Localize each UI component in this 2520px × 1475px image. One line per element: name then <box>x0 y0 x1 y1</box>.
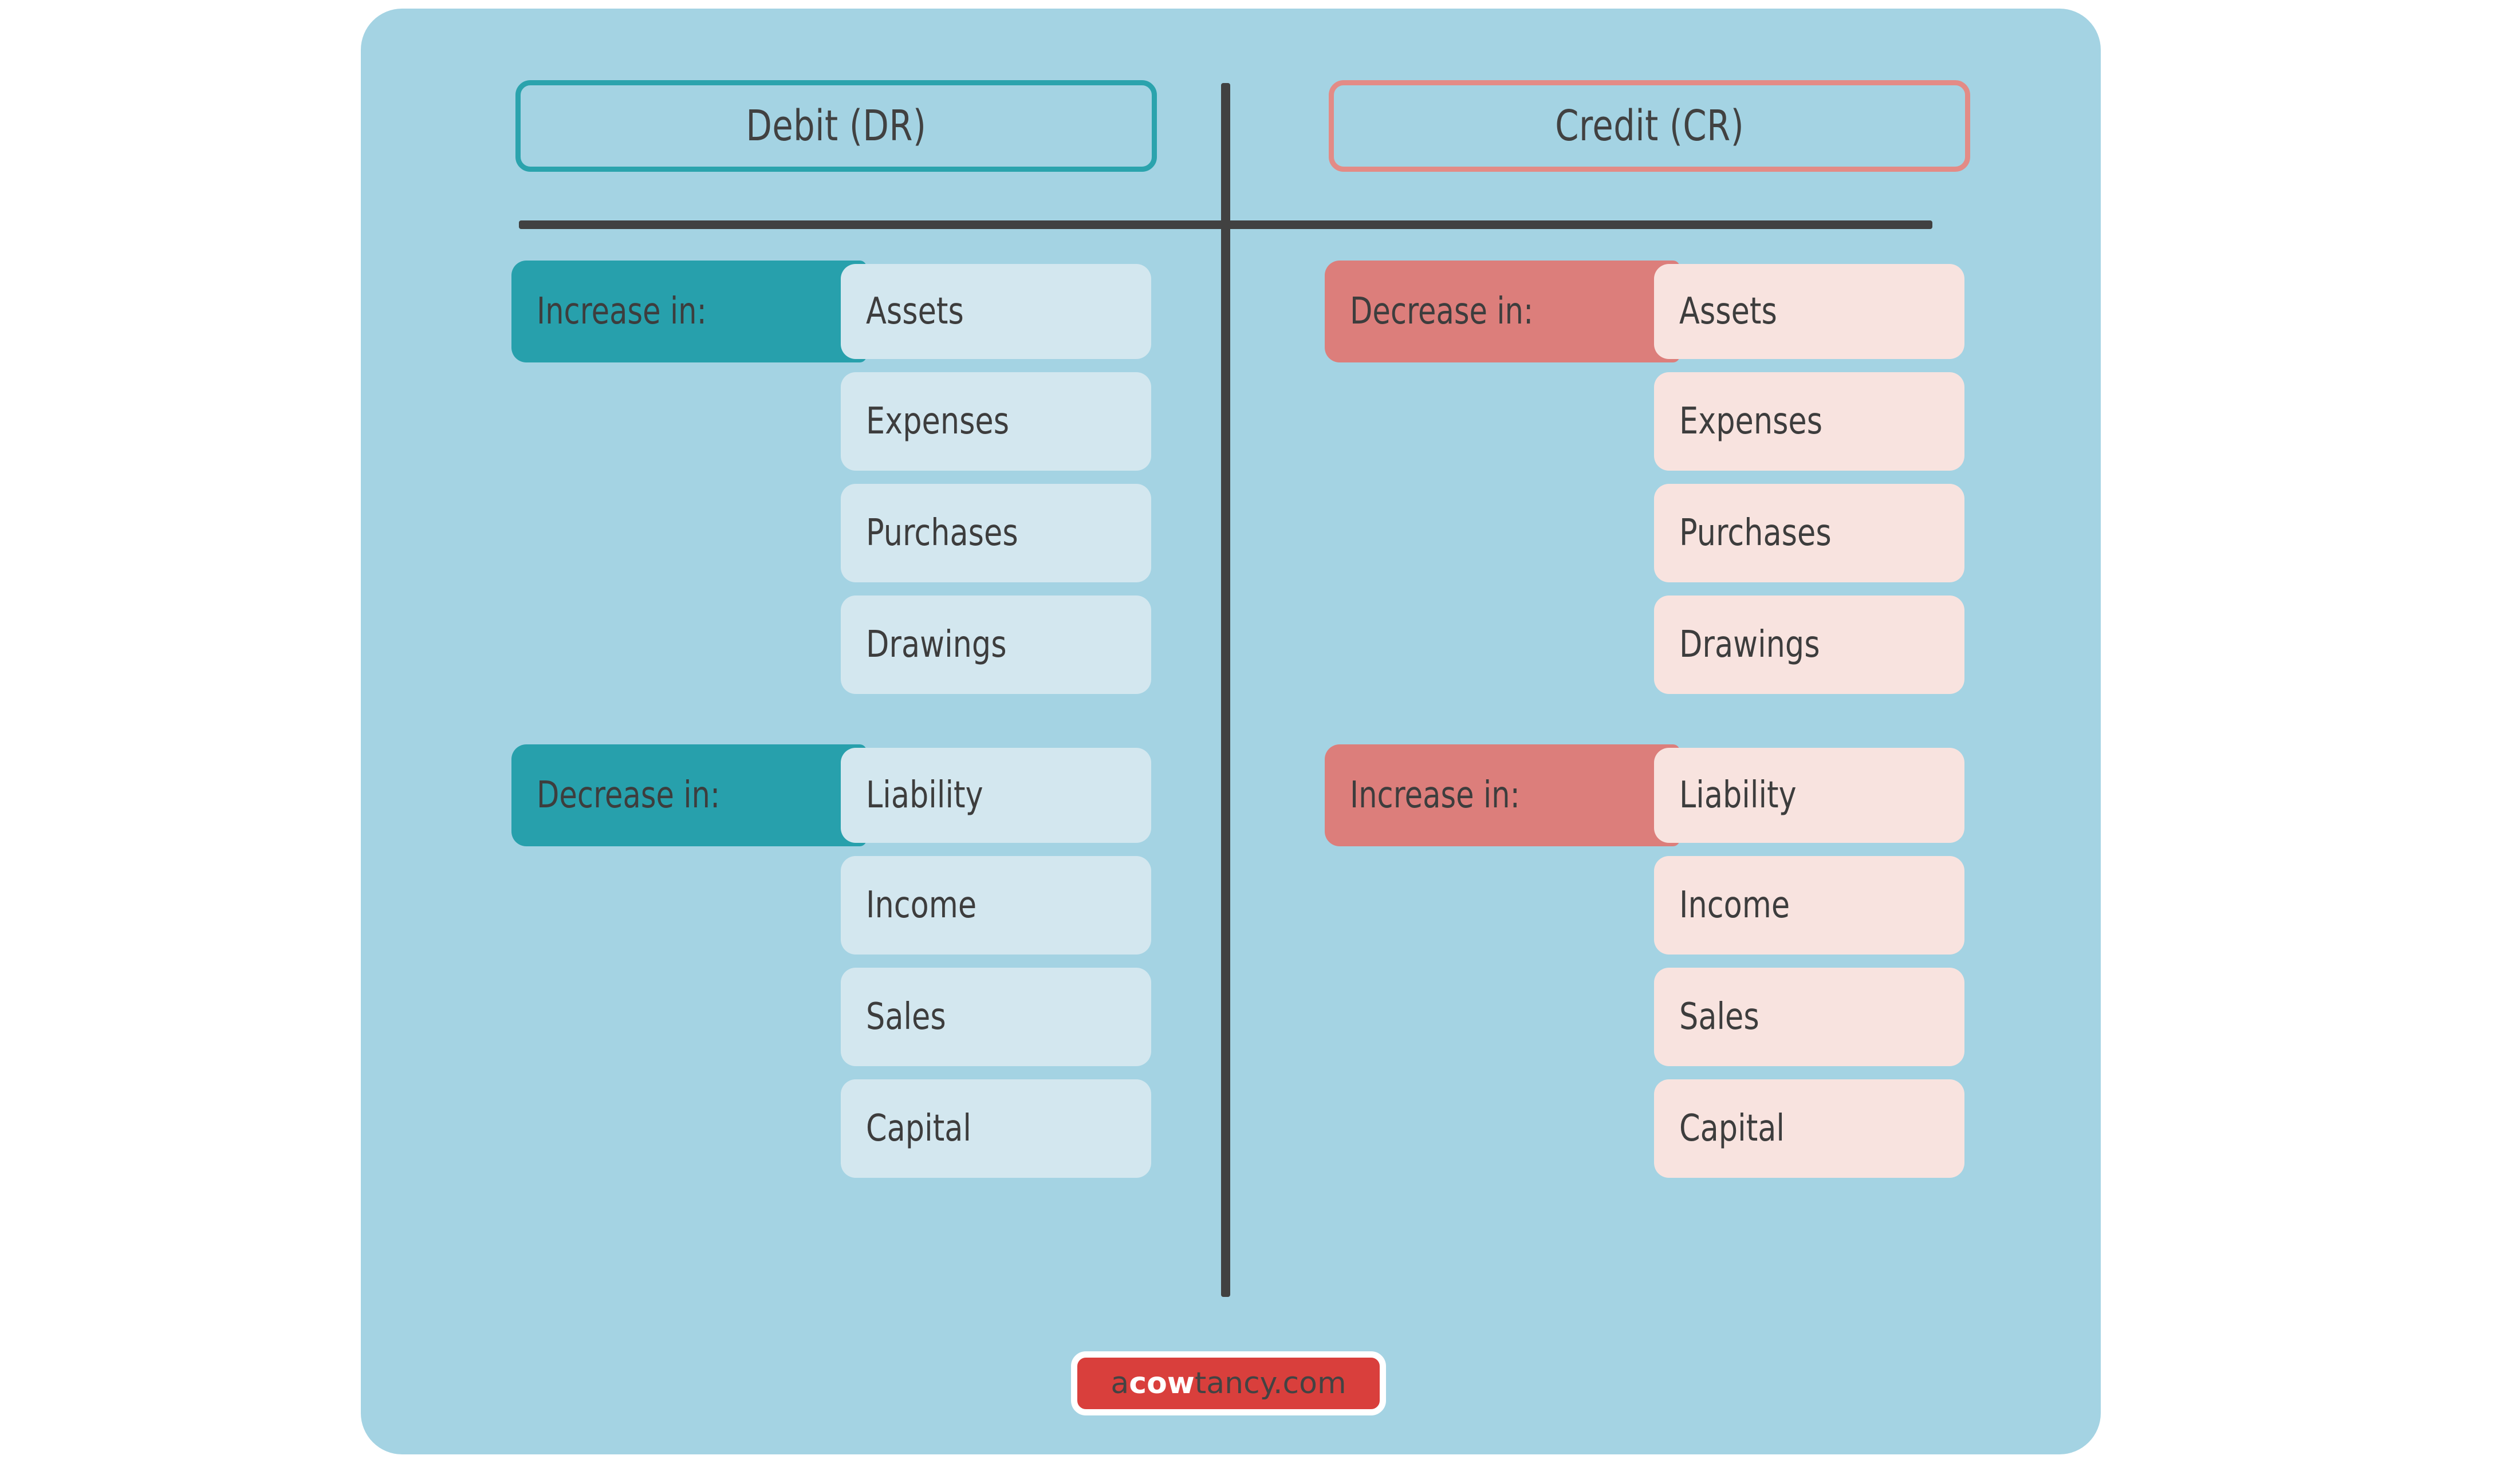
group-label-pill: Increase in: <box>1325 744 1680 846</box>
account-item-label: Assets <box>1679 290 1777 333</box>
account-item-label: Assets <box>866 290 964 333</box>
account-item-pill: Purchases <box>1654 484 1964 582</box>
table-row: Sales <box>507 968 1194 1068</box>
group-label-text: Decrease in: <box>537 774 720 817</box>
account-item-pill: Liability <box>1654 748 1964 843</box>
account-item-label: Capital <box>866 1107 972 1150</box>
acowtancy-logo[interactable]: acowtancy.com <box>1071 1351 1386 1415</box>
account-item-label: Income <box>866 884 977 926</box>
account-item-label: Drawings <box>1679 624 1820 666</box>
account-item-pill: Sales <box>841 968 1151 1066</box>
table-row: Drawings <box>1320 595 2007 696</box>
group-label-pill: Increase in: <box>511 261 867 362</box>
account-item-pill: Income <box>841 856 1151 955</box>
account-item-pill: Capital <box>841 1079 1151 1178</box>
account-item-pill: Assets <box>1654 264 1964 359</box>
table-row: Decrease in: Assets <box>1320 261 2007 362</box>
table-row: Expenses <box>1320 372 2007 472</box>
account-item-label: Expenses <box>1679 400 1823 443</box>
vertical-divider <box>1221 83 1230 1297</box>
table-row: Increase in: Liability <box>1320 744 2007 846</box>
group-label-pill: Decrease in: <box>1325 261 1680 362</box>
account-item-pill: Assets <box>841 264 1151 359</box>
logo-prefix: a <box>1111 1366 1129 1401</box>
account-item-label: Liability <box>1679 774 1797 817</box>
column-header-credit: Credit (CR) <box>1329 80 1970 172</box>
account-item-label: Drawings <box>866 624 1007 666</box>
group-label-pill: Decrease in: <box>511 744 867 846</box>
logo-highlight: cow <box>1129 1366 1195 1401</box>
group-label-text: Increase in: <box>537 290 707 333</box>
table-row: Income <box>1320 856 2007 956</box>
account-item-label: Sales <box>1679 996 1759 1038</box>
acowtancy-logo-text: acowtancy.com <box>1111 1366 1346 1401</box>
table-row: Sales <box>1320 968 2007 1068</box>
table-row: Capital <box>507 1079 1194 1180</box>
table-row: Expenses <box>507 372 1194 472</box>
account-item-label: Capital <box>1679 1107 1785 1150</box>
account-item-pill: Drawings <box>1654 595 1964 694</box>
account-item-label: Sales <box>866 996 946 1038</box>
account-item-label: Purchases <box>1679 512 1832 554</box>
account-item-pill: Liability <box>841 748 1151 843</box>
table-row: Income <box>507 856 1194 956</box>
group-label-text: Decrease in: <box>1350 290 1534 333</box>
table-row: Decrease in: Liability <box>507 744 1194 846</box>
table-row: Capital <box>1320 1079 2007 1180</box>
account-item-pill: Capital <box>1654 1079 1964 1178</box>
account-item-pill: Income <box>1654 856 1964 955</box>
table-row: Increase in: Assets <box>507 261 1194 362</box>
account-item-label: Purchases <box>866 512 1018 554</box>
diagram-card: Debit (DR) Credit (CR) Increase in: Asset… <box>361 9 2101 1454</box>
column-header-credit-label: Credit (CR) <box>1555 101 1744 151</box>
table-row: Purchases <box>507 484 1194 584</box>
column-header-debit: Debit (DR) <box>515 80 1157 172</box>
table-row: Drawings <box>507 595 1194 696</box>
account-item-label: Income <box>1679 884 1790 926</box>
account-item-pill: Sales <box>1654 968 1964 1066</box>
group-label-text: Increase in: <box>1350 774 1520 817</box>
account-item-pill: Purchases <box>841 484 1151 582</box>
account-item-pill: Expenses <box>841 372 1151 471</box>
account-item-label: Liability <box>866 774 983 817</box>
account-item-pill: Expenses <box>1654 372 1964 471</box>
account-item-pill: Drawings <box>841 595 1151 694</box>
column-header-debit-label: Debit (DR) <box>746 101 927 151</box>
logo-suffix: tancy.com <box>1194 1366 1346 1401</box>
table-row: Purchases <box>1320 484 2007 584</box>
account-item-label: Expenses <box>866 400 1010 443</box>
